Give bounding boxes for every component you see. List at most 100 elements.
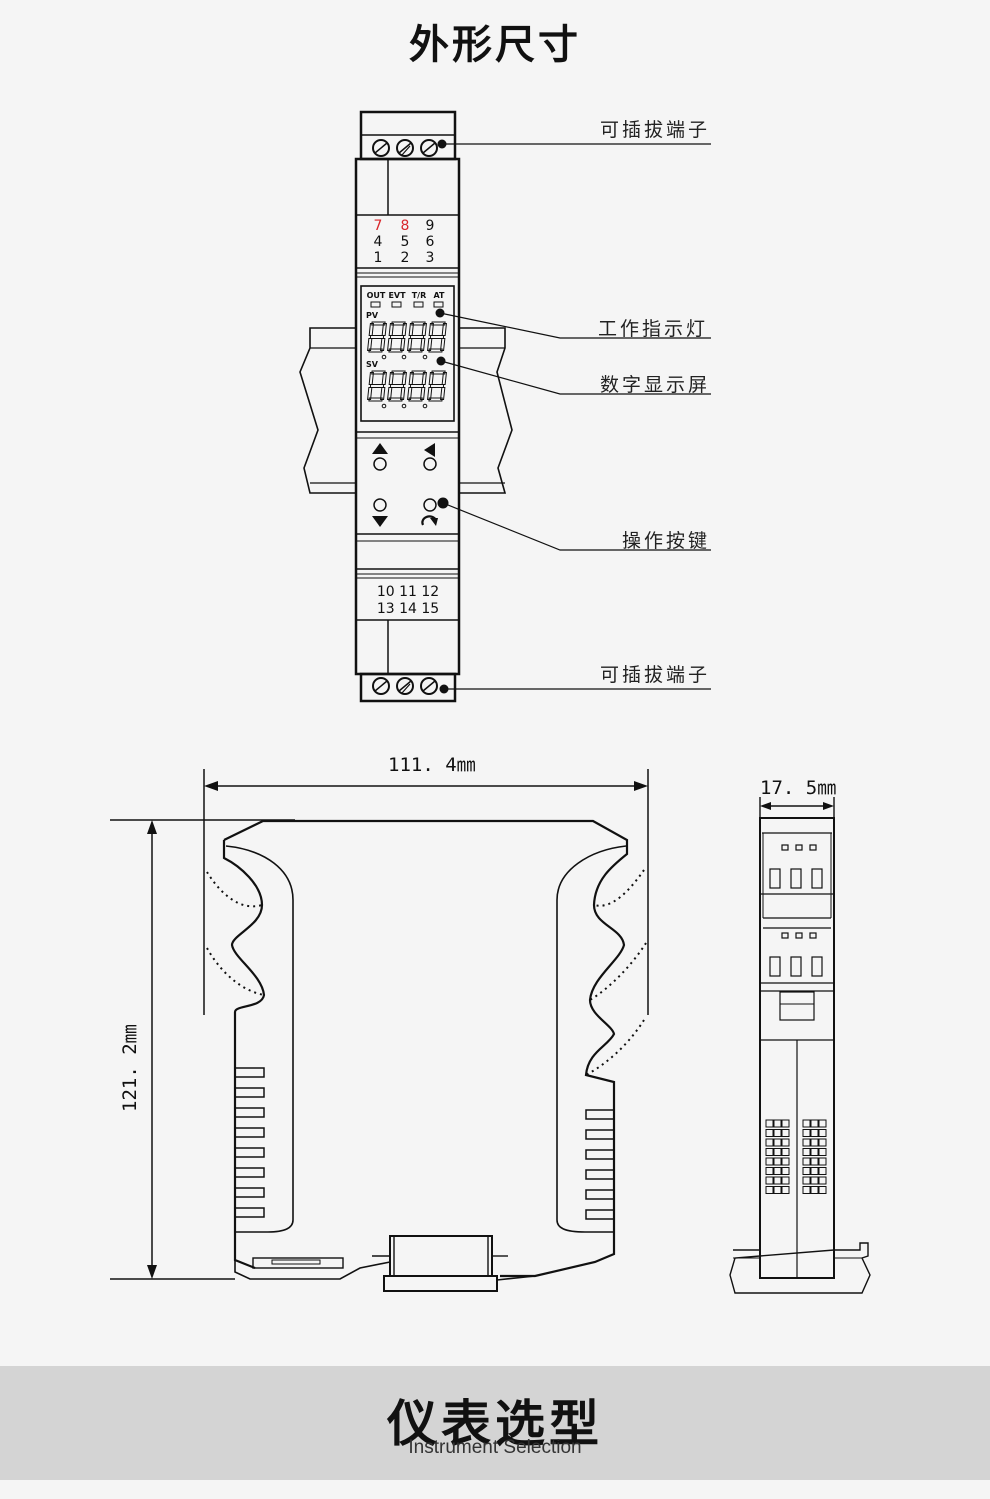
terminal-7: 7 <box>374 218 383 234</box>
vent-slot <box>810 1148 819 1156</box>
front-view <box>299 110 711 703</box>
bottom-terminals-upper: 10 11 12 <box>377 584 439 600</box>
vent-slot <box>810 1138 819 1147</box>
vent-slot <box>765 1148 774 1156</box>
vent-slot <box>773 1167 782 1175</box>
seven-segment-digit <box>427 370 447 402</box>
callout-plug-terminal-top: 可插拔端子 <box>600 119 711 141</box>
vent-slot <box>781 1186 790 1194</box>
pv-label: PV <box>366 311 379 320</box>
vent-slot <box>773 1129 782 1137</box>
vent-slot <box>773 1176 782 1185</box>
indicator-out-label: OUT <box>367 291 386 300</box>
vent-slot <box>818 1138 827 1147</box>
seven-segment-digit <box>407 370 427 402</box>
indicator-evt-label: EVT <box>388 291 406 300</box>
vent-slot <box>765 1138 774 1147</box>
vent-slot <box>781 1129 790 1137</box>
vent-slot <box>773 1138 782 1147</box>
terminal-1: 1 <box>374 250 383 266</box>
vent-slot <box>765 1176 774 1185</box>
seven-segment-digit <box>407 321 427 353</box>
vent-slot <box>818 1167 827 1175</box>
terminal-3: 3 <box>426 250 435 266</box>
vent-slot <box>781 1167 790 1175</box>
terminal-4: 4 <box>374 234 383 250</box>
vent-slot <box>818 1176 827 1185</box>
decimal-point <box>381 403 387 409</box>
vent-slot <box>810 1119 819 1128</box>
vent-slot <box>802 1119 811 1128</box>
vent-slot <box>781 1148 790 1156</box>
vent-slot <box>818 1186 827 1194</box>
vent-slot <box>765 1157 774 1166</box>
vent-slot <box>765 1186 774 1194</box>
decimal-point <box>422 403 428 409</box>
terminal-2: 2 <box>401 250 410 266</box>
vent-slot <box>765 1167 774 1175</box>
dimension-width: 111. 4㎜ <box>388 754 476 776</box>
indicator-at-label: AT <box>433 291 445 300</box>
bottom-terminal-screws <box>372 677 438 695</box>
terminal-9: 9 <box>426 218 435 234</box>
decimal-point <box>401 403 407 409</box>
vent-slot <box>810 1129 819 1137</box>
vent-slot <box>773 1186 782 1194</box>
seven-segment-digit <box>427 321 447 353</box>
sv-label: SV <box>366 360 379 369</box>
terminal-5: 5 <box>401 234 410 250</box>
depth-view <box>729 797 871 1294</box>
vent-slot <box>765 1119 774 1128</box>
vent-slot <box>802 1167 811 1175</box>
decimal-point <box>401 354 407 360</box>
decimal-point <box>422 354 428 360</box>
vent-slot <box>810 1176 819 1185</box>
dimension-depth: 17. 5㎜ <box>760 777 837 799</box>
callout-plug-terminal-bottom: 可插拔端子 <box>600 664 711 686</box>
vent-slot <box>802 1148 811 1156</box>
callout-work-indicator: 工作指示灯 <box>598 318 709 340</box>
top-terminal-screws <box>372 139 438 157</box>
vent-slot <box>802 1138 811 1147</box>
banner-title: 仪表选型 <box>387 1395 603 1453</box>
indicator-tr-label: T/R <box>412 291 427 300</box>
seven-segment-digit <box>367 370 387 402</box>
vent-slot <box>818 1148 827 1156</box>
vent-slot <box>773 1119 782 1128</box>
vent-slot <box>781 1138 790 1147</box>
vent-slot <box>781 1157 790 1166</box>
vent-slot <box>802 1129 811 1137</box>
vent-slot <box>802 1157 811 1166</box>
callout-operation-keys: 操作按键 <box>622 530 711 552</box>
vent-slot <box>773 1157 782 1166</box>
seven-segment-digit <box>387 321 407 353</box>
operation-keys <box>372 443 438 527</box>
vent-slot <box>810 1167 819 1175</box>
banner-subtitle: Instrument Selection <box>408 1437 582 1458</box>
vent-slot <box>810 1186 819 1194</box>
callout-leaders <box>439 143 711 690</box>
seven-segment-digit <box>367 321 387 353</box>
vent-slot <box>781 1176 790 1185</box>
side-view <box>110 769 649 1292</box>
decimal-point <box>381 354 387 360</box>
terminal-6: 6 <box>426 234 435 250</box>
vent-slot <box>773 1148 782 1156</box>
vent-slot <box>818 1119 827 1128</box>
bottom-terminals-lower: 13 14 15 <box>377 601 439 617</box>
seven-segment-displays <box>367 321 447 409</box>
section-banner <box>0 1366 990 1480</box>
vent-slot <box>818 1157 827 1166</box>
seven-segment-digit <box>387 370 407 402</box>
dimension-height: 121. 2㎜ <box>119 1024 141 1112</box>
terminal-8: 8 <box>401 218 410 234</box>
page-title: 外形尺寸 <box>409 22 581 68</box>
vent-slot <box>765 1129 774 1137</box>
vent-slot <box>781 1119 790 1128</box>
vent-slot <box>810 1157 819 1166</box>
callout-digital-display: 数字显示屏 <box>600 374 711 396</box>
vent-slot <box>802 1186 811 1194</box>
